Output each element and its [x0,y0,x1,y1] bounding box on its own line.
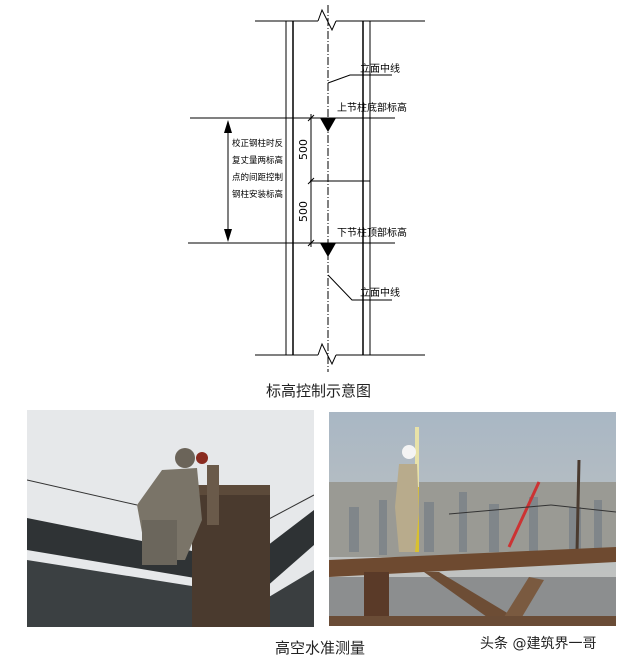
photo-level-measurement [329,412,616,626]
watermark: 头条 @建筑界一哥 [480,636,597,652]
lower-elevation-label: 下节柱顶部标高 [337,226,407,239]
photo-worker-on-column [27,410,314,627]
centerline-label-bottom: 立面中线 [360,286,400,299]
note-line-1: 校正钢柱时反 [232,138,283,149]
note-line-2: 复丈量两标高 [232,155,283,166]
dim-lower: 500 [297,201,310,222]
photos-caption: 高空水准测量 [275,639,366,657]
upper-elevation-label: 上节柱底部标高 [337,101,407,114]
centerline-label-top: 立面中线 [360,62,400,75]
note-line-3: 点的间距控制 [232,172,283,183]
note-line-4: 钢柱安装标高 [232,189,283,200]
elevation-control-diagram: 立面中线 上节柱底部标高 下节柱顶部标高 立面中线 500 500 校正钢柱时反… [188,5,425,372]
diagram-caption: 标高控制示意图 [266,382,372,400]
dim-upper: 500 [297,139,310,160]
